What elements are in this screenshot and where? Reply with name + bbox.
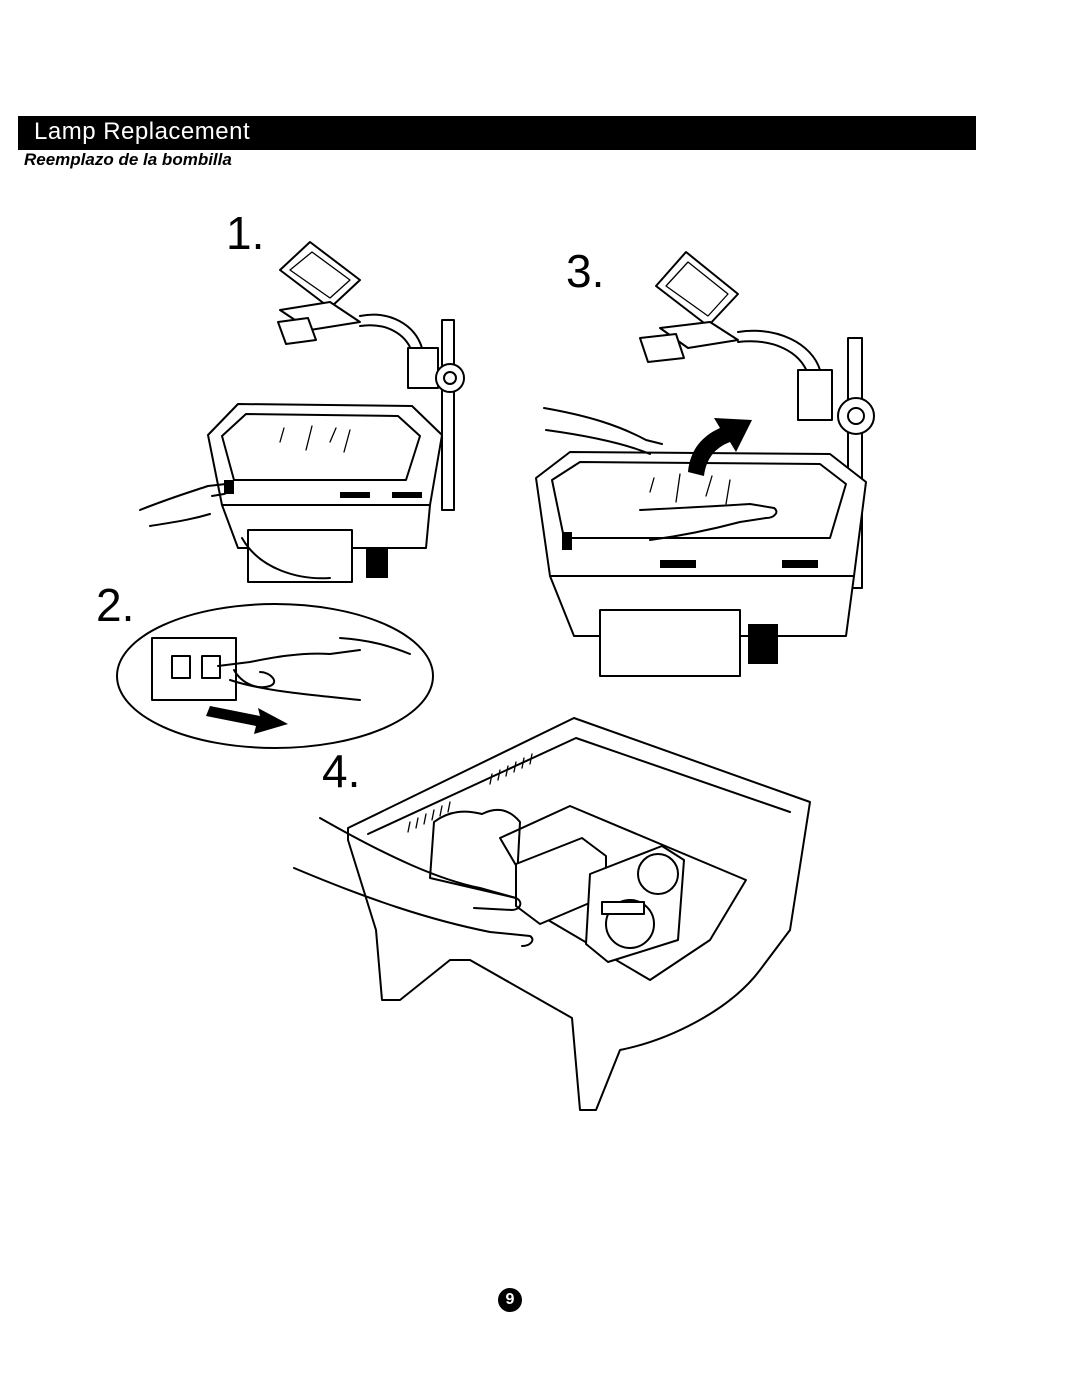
- section-title-bar: Lamp Replacement: [18, 116, 976, 150]
- step-1-number: 1.: [226, 207, 265, 259]
- page-number-badge: 9: [498, 1288, 522, 1312]
- step-4-number: 4.: [322, 745, 361, 797]
- step-2-number: 2.: [96, 579, 135, 631]
- step-3-number: 3.: [566, 245, 605, 297]
- section-title: Lamp Replacement: [34, 118, 251, 145]
- step-2-unplug-illustration: [116, 603, 434, 749]
- step-1-projector-illustration: [139, 241, 465, 583]
- step-3-projector-illustration: [535, 251, 875, 677]
- section-subtitle: Reemplazo de la bombilla: [24, 150, 232, 169]
- step-4-lamp-module-illustration: [293, 717, 811, 1111]
